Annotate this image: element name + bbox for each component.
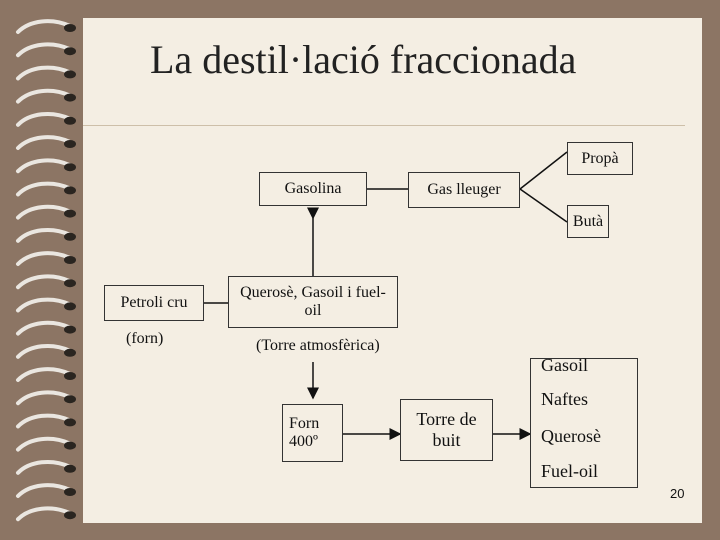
node-querose-gasoil: Querosè, Gasoil i fuel-oil [228,276,398,328]
spiral-hole [64,232,76,241]
spiral-hole [64,70,76,79]
label-torre-atmosferica: (Torre atmosfèrica) [256,337,380,354]
node-products: Gasoil Naftes Querosè Fuel-oil [530,355,638,488]
spiral-ring [16,344,72,359]
spiral-hole [64,116,76,125]
spiral-hole [64,24,76,32]
spiral-ring [16,19,72,34]
line-gaslleuger-buta [519,188,568,223]
spiral-ring [16,228,72,243]
spiral-ring [16,158,72,174]
spiral-hole [64,209,76,218]
spiral-ring [16,390,72,406]
product-gasoil: Gasoil [541,355,588,375]
product-querose: Querosè [541,426,601,446]
spiral-hole [64,256,76,264]
spiral-hole [64,418,76,427]
spiral-ring [16,483,72,498]
spiral-ring [16,460,72,475]
spiral-ring [16,42,72,58]
spiral-hole [64,488,76,496]
spiral-hole [64,279,76,288]
spiral-binding [16,19,76,522]
spiral-ring [16,413,72,429]
product-naftes: Naftes [541,389,588,409]
spiral-hole [64,511,76,520]
spiral-ring [16,274,72,290]
node-gas-lleuger: Gas lleuger [408,172,520,208]
node-torre-buit: Torre de buit [400,399,493,461]
spiral-hole [64,140,76,148]
label-forn: (forn) [126,330,164,347]
spiral-hole [64,186,76,195]
node-gasolina: Gasolina [259,172,367,206]
spiral-hole [64,47,76,56]
spiral-ring [16,65,72,81]
spiral-ring [16,204,72,220]
spiral-hole [64,302,76,311]
node-propa: Propà [567,142,633,175]
page-title: La destil·lació fraccionada [150,37,577,82]
spiral-hole [64,464,76,473]
line-gaslleuger-propa [519,151,568,190]
spiral-hole [64,441,76,450]
spiral-ring [16,506,72,522]
page-number: 20 [670,486,685,501]
spiral-hole [64,372,76,380]
spiral-hole [64,93,76,102]
node-buta: Butà [567,205,609,238]
spiral-ring [16,88,72,104]
spiral-ring [16,320,72,336]
spiral-ring [16,135,72,150]
title-divider [83,125,685,126]
forn-400-label: Forn 400º [289,415,320,450]
spiral-hole [64,325,76,334]
product-fuel-oil: Fuel-oil [541,461,598,481]
spiral-ring [16,251,72,266]
node-forn-400: Forn 400º [282,404,343,462]
spiral-ring [16,297,72,313]
spiral-ring [16,367,72,382]
spiral-ring [16,112,72,127]
spiral-ring [16,181,72,197]
spiral-hole [64,163,76,172]
spiral-hole [64,348,76,357]
spiral-hole [64,395,76,404]
node-petroli-cru: Petroli cru [104,285,204,321]
spiral-ring [16,436,72,452]
